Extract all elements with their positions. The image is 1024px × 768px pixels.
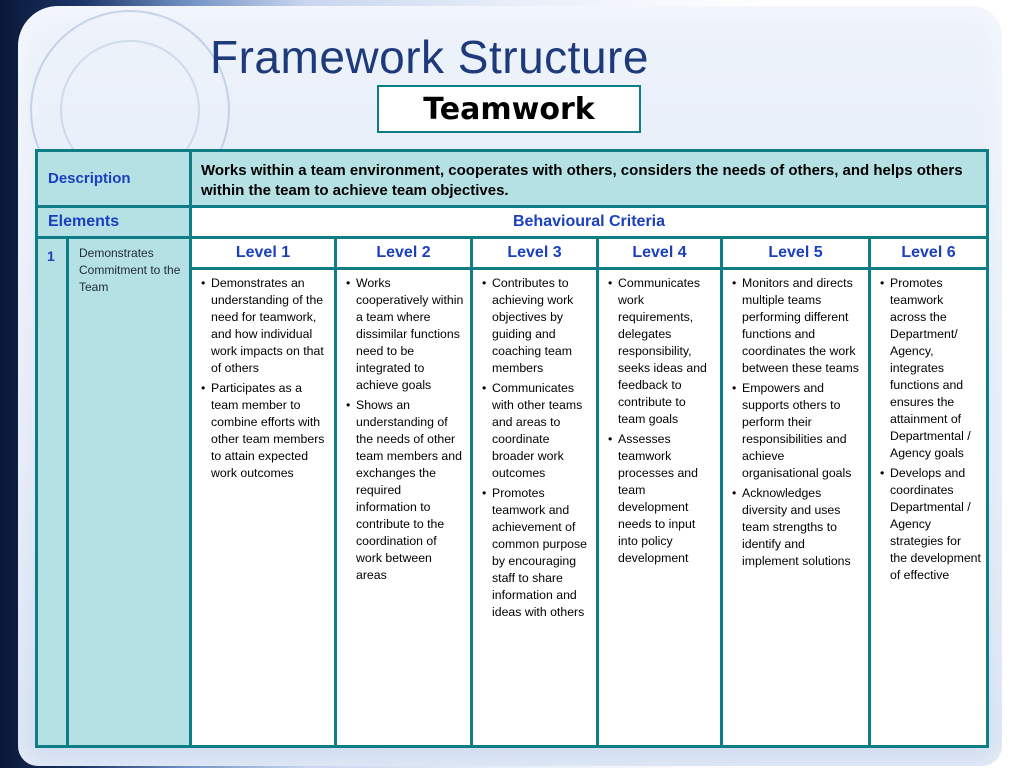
- level-2-header: Level 2: [337, 239, 470, 267]
- level-1-cell: Demonstrates an understanding of the nee…: [192, 270, 334, 745]
- elements-header: Elements: [38, 208, 189, 236]
- description-label: Description: [48, 170, 131, 187]
- criterion-item: Demonstrates an understanding of the nee…: [201, 275, 329, 377]
- level-5-header: Level 5: [723, 239, 868, 267]
- criterion-item: Acknowledges diversity and uses team str…: [732, 485, 863, 570]
- criterion-item: Develops and coordinates Departmental / …: [880, 465, 981, 584]
- criterion-item: Participates as a team member to combine…: [201, 380, 329, 482]
- level-4-header: Level 4: [599, 239, 720, 267]
- subtitle-box: Teamwork: [377, 85, 641, 133]
- subtitle-text: Teamwork: [423, 91, 595, 127]
- criterion-item: Shows an understanding of the needs of o…: [346, 397, 465, 584]
- level-6-header: Level 6: [871, 239, 986, 267]
- level-5-cell: Monitors and directs multiple teams perf…: [723, 270, 868, 745]
- criterion-item: Works cooperatively within a team where …: [346, 275, 465, 394]
- criterion-item: Promotes teamwork and achievement of com…: [482, 485, 591, 621]
- criterion-item: Empowers and supports others to perform …: [732, 380, 863, 482]
- criterion-item: Promotes teamwork across the Department/…: [880, 275, 981, 462]
- level-5-list: Monitors and directs multiple teams perf…: [723, 270, 868, 570]
- level-6-cell: Promotes teamwork across the Department/…: [871, 270, 986, 745]
- level-3-list: Contributes to achieving work objectives…: [473, 270, 596, 621]
- description-text-cell: Works within a team environment, coopera…: [192, 152, 986, 205]
- criterion-item: Communicates work requirements, delegate…: [608, 275, 715, 428]
- level-2-cell: Works cooperatively within a team where …: [337, 270, 470, 745]
- criteria-header-label: Behavioural Criteria: [512, 213, 666, 230]
- level-4-list: Communicates work requirements, delegate…: [599, 270, 720, 567]
- level-1-list: Demonstrates an understanding of the nee…: [192, 270, 334, 482]
- element-name-cell: Demonstrates Commitment to the Team: [69, 239, 189, 745]
- level-1-header: Level 1: [192, 239, 334, 267]
- level-4-cell: Communicates work requirements, delegate…: [599, 270, 720, 745]
- framework-table: Description Works within a team environm…: [35, 149, 989, 748]
- criteria-header: Behavioural Criteria: [192, 208, 986, 236]
- slide-title: Framework Structure: [210, 31, 649, 83]
- criterion-item: Monitors and directs multiple teams perf…: [732, 275, 863, 377]
- level-2-list: Works cooperatively within a team where …: [337, 270, 470, 584]
- criterion-item: Contributes to achieving work objectives…: [482, 275, 591, 377]
- element-number-cell: 1: [38, 239, 66, 745]
- description-label-cell: Description: [38, 152, 189, 205]
- level-3-header: Level 3: [473, 239, 596, 267]
- criterion-item: Assesses teamwork processes and team dev…: [608, 431, 715, 567]
- criterion-item: Communicates with other teams and areas …: [482, 380, 591, 482]
- elements-header-label: Elements: [48, 213, 120, 230]
- level-6-list: Promotes teamwork across the Department/…: [871, 270, 986, 584]
- level-3-cell: Contributes to achieving work objectives…: [473, 270, 596, 745]
